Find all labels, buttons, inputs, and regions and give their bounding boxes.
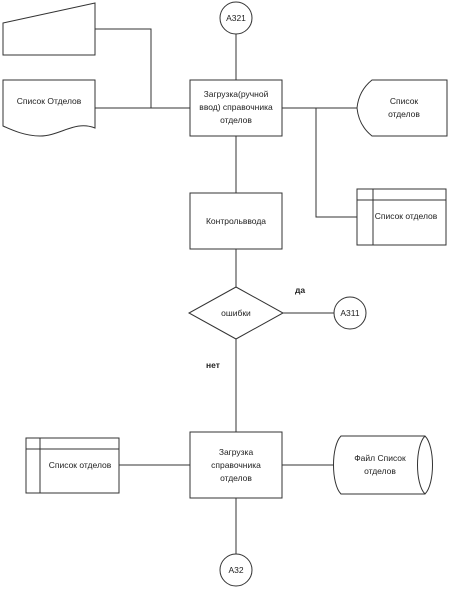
process-load-manual-line-3: отделов: [220, 115, 252, 125]
storage-left-shape: Список отделов: [25, 437, 120, 494]
file-label-line-2: отделов: [364, 466, 396, 476]
process-input-control-label: Контрольввода: [206, 216, 266, 226]
file-shape: Файл Список отделов: [333, 435, 433, 495]
line-manual-input-to-load: [95, 28, 190, 109]
storage-left-label: Список отделов: [49, 460, 112, 470]
process-input-control: Контрольввода: [189, 192, 283, 250]
decision-no-label: нет: [206, 360, 220, 370]
manual-input-shape: [2, 2, 96, 56]
process-load-directory-line-2: справочника: [211, 460, 261, 470]
decision-yes-label: да: [295, 285, 305, 295]
line-load-to-storage-right: [315, 108, 357, 218]
stored-data-shape: Список отделов: [356, 79, 448, 137]
connector-a311: А311: [333, 296, 367, 330]
process-load-directory-line-1: Загрузка: [219, 447, 254, 457]
connector-a321: А321: [219, 1, 253, 35]
process-load-manual: Загрузка(ручной ввод) справочника отдело…: [189, 79, 283, 137]
connector-a321-label: А321: [226, 13, 246, 23]
stored-data-line-1: Список: [390, 96, 419, 106]
process-load-manual-line-2: ввод) справочника: [199, 102, 273, 112]
process-load-manual-line-1: Загрузка(ручной: [204, 89, 269, 99]
connector-a32-label: А32: [228, 565, 243, 575]
connector-a311-label: А311: [340, 308, 359, 318]
process-load-directory-line-3: отделов: [220, 473, 252, 483]
document-shape: Список Отделов: [2, 79, 96, 137]
decision-errors: ошибки: [187, 286, 285, 340]
file-label-line-1: Файл Список: [354, 453, 406, 463]
connector-lines: [95, 28, 357, 554]
process-load-directory: Загрузка справочника отделов: [189, 431, 283, 499]
storage-right-shape: Список отделов: [356, 188, 447, 246]
document-label: Список Отделов: [17, 96, 82, 106]
decision-errors-label: ошибки: [221, 308, 251, 318]
storage-right-label: Список отделов: [375, 211, 438, 221]
connector-a32: А32: [219, 553, 253, 587]
stored-data-line-2: отделов: [388, 109, 420, 119]
